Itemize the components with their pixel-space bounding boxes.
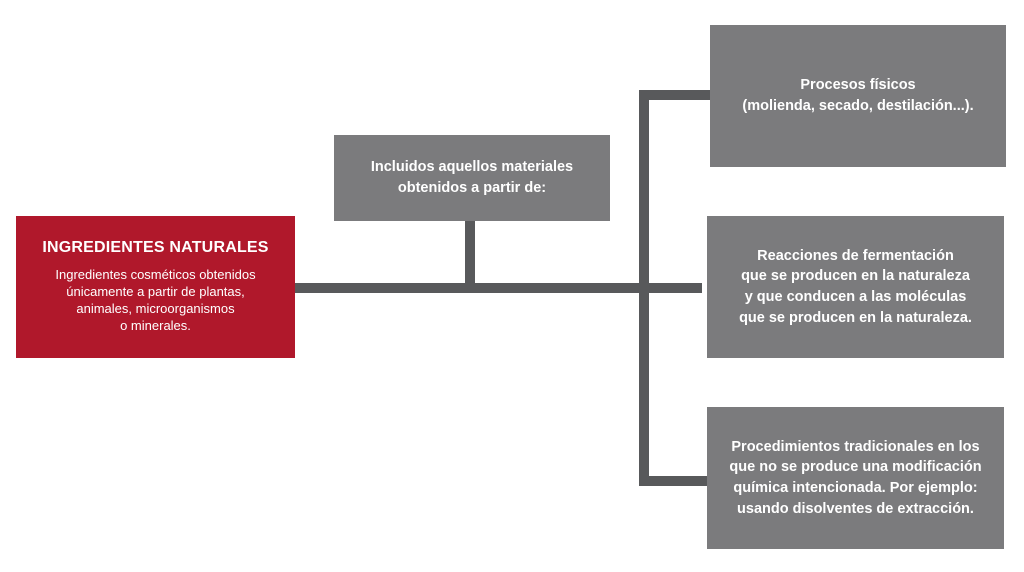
middle-stem-connector	[465, 221, 475, 287]
branch-node-1-box: Procesos físicos (molienda, secado, dest…	[710, 25, 1006, 167]
main-horizontal-connector	[294, 283, 702, 293]
middle-node-text: Incluidos aquellos materiales obtenidos …	[370, 159, 574, 196]
middle-node-box: Incluidos aquellos materiales obtenidos …	[334, 135, 610, 221]
branch-node-1-text: Procesos físicos (molienda, secado, dest…	[742, 77, 974, 114]
branch-node-3-text: Procedimientos tradicionales en los que …	[729, 438, 982, 517]
branch-node-2-box: Reacciones de fermentación que se produc…	[707, 216, 1004, 358]
root-node-description: Ingredientes cosméticos obtenidos únicam…	[55, 267, 256, 333]
root-node-box: INGREDIENTES NATURALES Ingredientes cosm…	[16, 216, 295, 358]
vertical-spine-connector	[639, 90, 649, 486]
branch-node-2-text: Reacciones de fermentación que se produc…	[739, 247, 972, 326]
branch-1-connector	[639, 90, 712, 100]
root-node-title: INGREDIENTES NATURALES	[42, 239, 269, 257]
branch-node-3-box: Procedimientos tradicionales en los que …	[707, 407, 1004, 549]
branch-3-connector	[639, 476, 709, 486]
